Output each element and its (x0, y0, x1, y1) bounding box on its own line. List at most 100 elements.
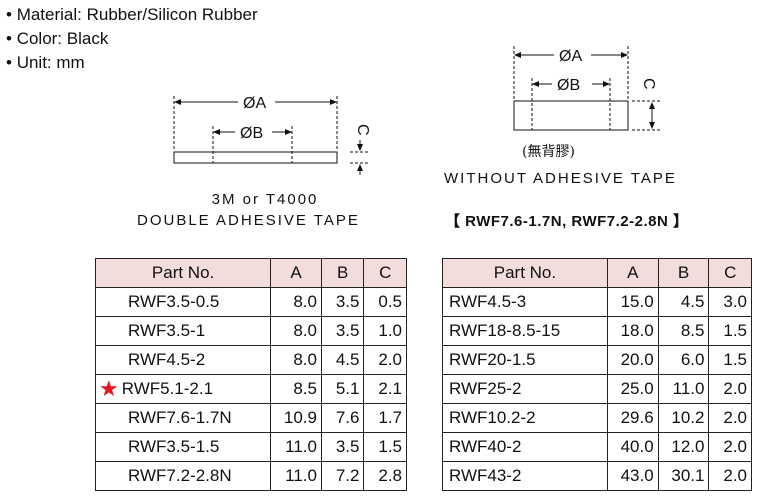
value-b: 3.5 (320, 432, 365, 462)
part-no: RWF18-8.5-15 (442, 316, 608, 346)
table-row: RWF43-2 43.0 30.1 2.0 (442, 461, 752, 491)
value-c: 2.0 (708, 432, 752, 462)
col-c: C (708, 258, 752, 288)
value-b: 30.1 (657, 461, 710, 491)
table-header-row: Part No. A B C (94, 258, 407, 288)
value-a: 18.0 (606, 316, 659, 346)
col-part-no: Part No. (442, 258, 608, 288)
value-a: 10.9 (270, 403, 322, 433)
right-dim-b: ØB (557, 77, 580, 94)
left-dim-c: C (354, 124, 371, 136)
value-c: 2.0 (708, 374, 752, 404)
value-a: 43.0 (606, 461, 659, 491)
value-c: 1.5 (708, 345, 752, 375)
value-b: 4.5 (320, 345, 365, 375)
col-c: C (363, 258, 407, 288)
table-row: RWF3.5-1 8.0 3.5 1.0 (94, 316, 407, 346)
table-row: RWF7.2-2.8N 11.0 7.2 2.8 (94, 461, 407, 491)
left-caption-line1: 3M or T4000 (211, 191, 319, 208)
col-b: B (657, 258, 710, 288)
part-no-starred: ★RWF5.1-2.1 (94, 374, 272, 404)
value-b: 7.6 (320, 403, 365, 433)
value-c: 1.7 (363, 403, 407, 433)
star-icon: ★ (99, 376, 119, 401)
value-a: 8.5 (270, 374, 322, 404)
value-b: 5.1 (320, 374, 365, 404)
value-b: 7.2 (320, 461, 365, 491)
value-c: 2.8 (363, 461, 407, 491)
part-no: RWF43-2 (442, 461, 608, 491)
col-b: B (320, 258, 365, 288)
parts-table-right: Part No. A B C RWF4.5-3 15.0 4.5 3.0 RWF… (442, 258, 752, 491)
no-adhesive-note: (無背膠) (522, 144, 575, 160)
part-no: RWF25-2 (442, 374, 608, 404)
table-row: RWF25-2 25.0 11.0 2.0 (442, 374, 752, 404)
table-row-starred: ★RWF5.1-2.1 8.5 5.1 2.1 (94, 374, 407, 404)
part-no: RWF10.2-2 (442, 403, 608, 433)
table-row: RWF20-1.5 20.0 6.0 1.5 (442, 345, 752, 375)
value-a: 8.0 (270, 287, 322, 317)
spec-list: Material: Rubber/Silicon Rubber Color: B… (6, 3, 258, 75)
value-a: 40.0 (606, 432, 659, 462)
part-no: RWF20-1.5 (442, 345, 608, 375)
table-row: RWF3.5-0.5 8.0 3.5 0.5 (94, 287, 407, 317)
part-no: RWF7.6-1.7N (94, 403, 272, 433)
spec-color: Color: Black (6, 27, 258, 51)
part-no: RWF5.1-2.1 (121, 379, 214, 398)
spec-unit: Unit: mm (6, 51, 258, 75)
value-c: 1.5 (363, 432, 407, 462)
right-dim-a: ØA (559, 48, 582, 65)
value-b: 3.5 (320, 287, 365, 317)
table-row: RWF7.6-1.7N 10.9 7.6 1.7 (94, 403, 407, 433)
right-caption: WITHOUT ADHESIVE TAPE (444, 170, 677, 187)
value-b: 12.0 (657, 432, 710, 462)
value-c: 1.5 (708, 316, 752, 346)
spec-material: Material: Rubber/Silicon Rubber (6, 3, 258, 27)
value-a: 11.0 (270, 461, 322, 491)
value-b: 8.5 (657, 316, 710, 346)
table-row: RWF4.5-2 8.0 4.5 2.0 (94, 345, 407, 375)
table-row: RWF18-8.5-15 18.0 8.5 1.5 (442, 316, 752, 346)
col-part-no: Part No. (94, 258, 272, 288)
table-row: RWF10.2-2 29.6 10.2 2.0 (442, 403, 752, 433)
value-a: 29.6 (606, 403, 659, 433)
part-no: RWF3.5-0.5 (94, 287, 272, 317)
value-c: 3.0 (708, 287, 752, 317)
value-c: 1.0 (363, 316, 407, 346)
value-c: 2.0 (708, 461, 752, 491)
part-no: RWF40-2 (442, 432, 608, 462)
value-b: 11.0 (657, 374, 710, 404)
value-a: 25.0 (606, 374, 659, 404)
part-no: RWF3.5-1 (94, 316, 272, 346)
value-b: 6.0 (657, 345, 710, 375)
value-a: 8.0 (270, 345, 322, 375)
table-row: RWF4.5-3 15.0 4.5 3.0 (442, 287, 752, 317)
part-no: RWF3.5-1.5 (94, 432, 272, 462)
series-label: 【 RWF7.6-1.7N, RWF7.2-2.8N 】 (445, 213, 689, 230)
part-no: RWF4.5-3 (442, 287, 608, 317)
table-header-row: Part No. A B C (442, 258, 752, 288)
value-c: 2.0 (708, 403, 752, 433)
part-no: RWF7.2-2.8N (94, 461, 272, 491)
left-dim-a: ØA (243, 95, 266, 112)
value-b: 4.5 (657, 287, 710, 317)
value-a: 8.0 (270, 316, 322, 346)
value-a: 11.0 (270, 432, 322, 462)
col-a: A (270, 258, 322, 288)
value-c: 2.1 (363, 374, 407, 404)
value-b: 10.2 (657, 403, 710, 433)
value-b: 3.5 (320, 316, 365, 346)
table-row: RWF3.5-1.5 11.0 3.5 1.5 (94, 432, 407, 462)
value-a: 20.0 (606, 345, 659, 375)
left-dim-b: ØB (240, 125, 263, 142)
right-washer-profile (513, 100, 629, 131)
left-caption-line2: DOUBLE ADHESIVE TAPE (137, 212, 360, 229)
value-c: 2.0 (363, 345, 407, 375)
col-a: A (606, 258, 659, 288)
value-c: 0.5 (363, 287, 407, 317)
value-a: 15.0 (606, 287, 659, 317)
part-no: RWF4.5-2 (94, 345, 272, 375)
table-row: RWF40-2 40.0 12.0 2.0 (442, 432, 752, 462)
parts-table-left: Part No. A B C RWF3.5-0.5 8.0 3.5 0.5 RW… (94, 258, 407, 491)
